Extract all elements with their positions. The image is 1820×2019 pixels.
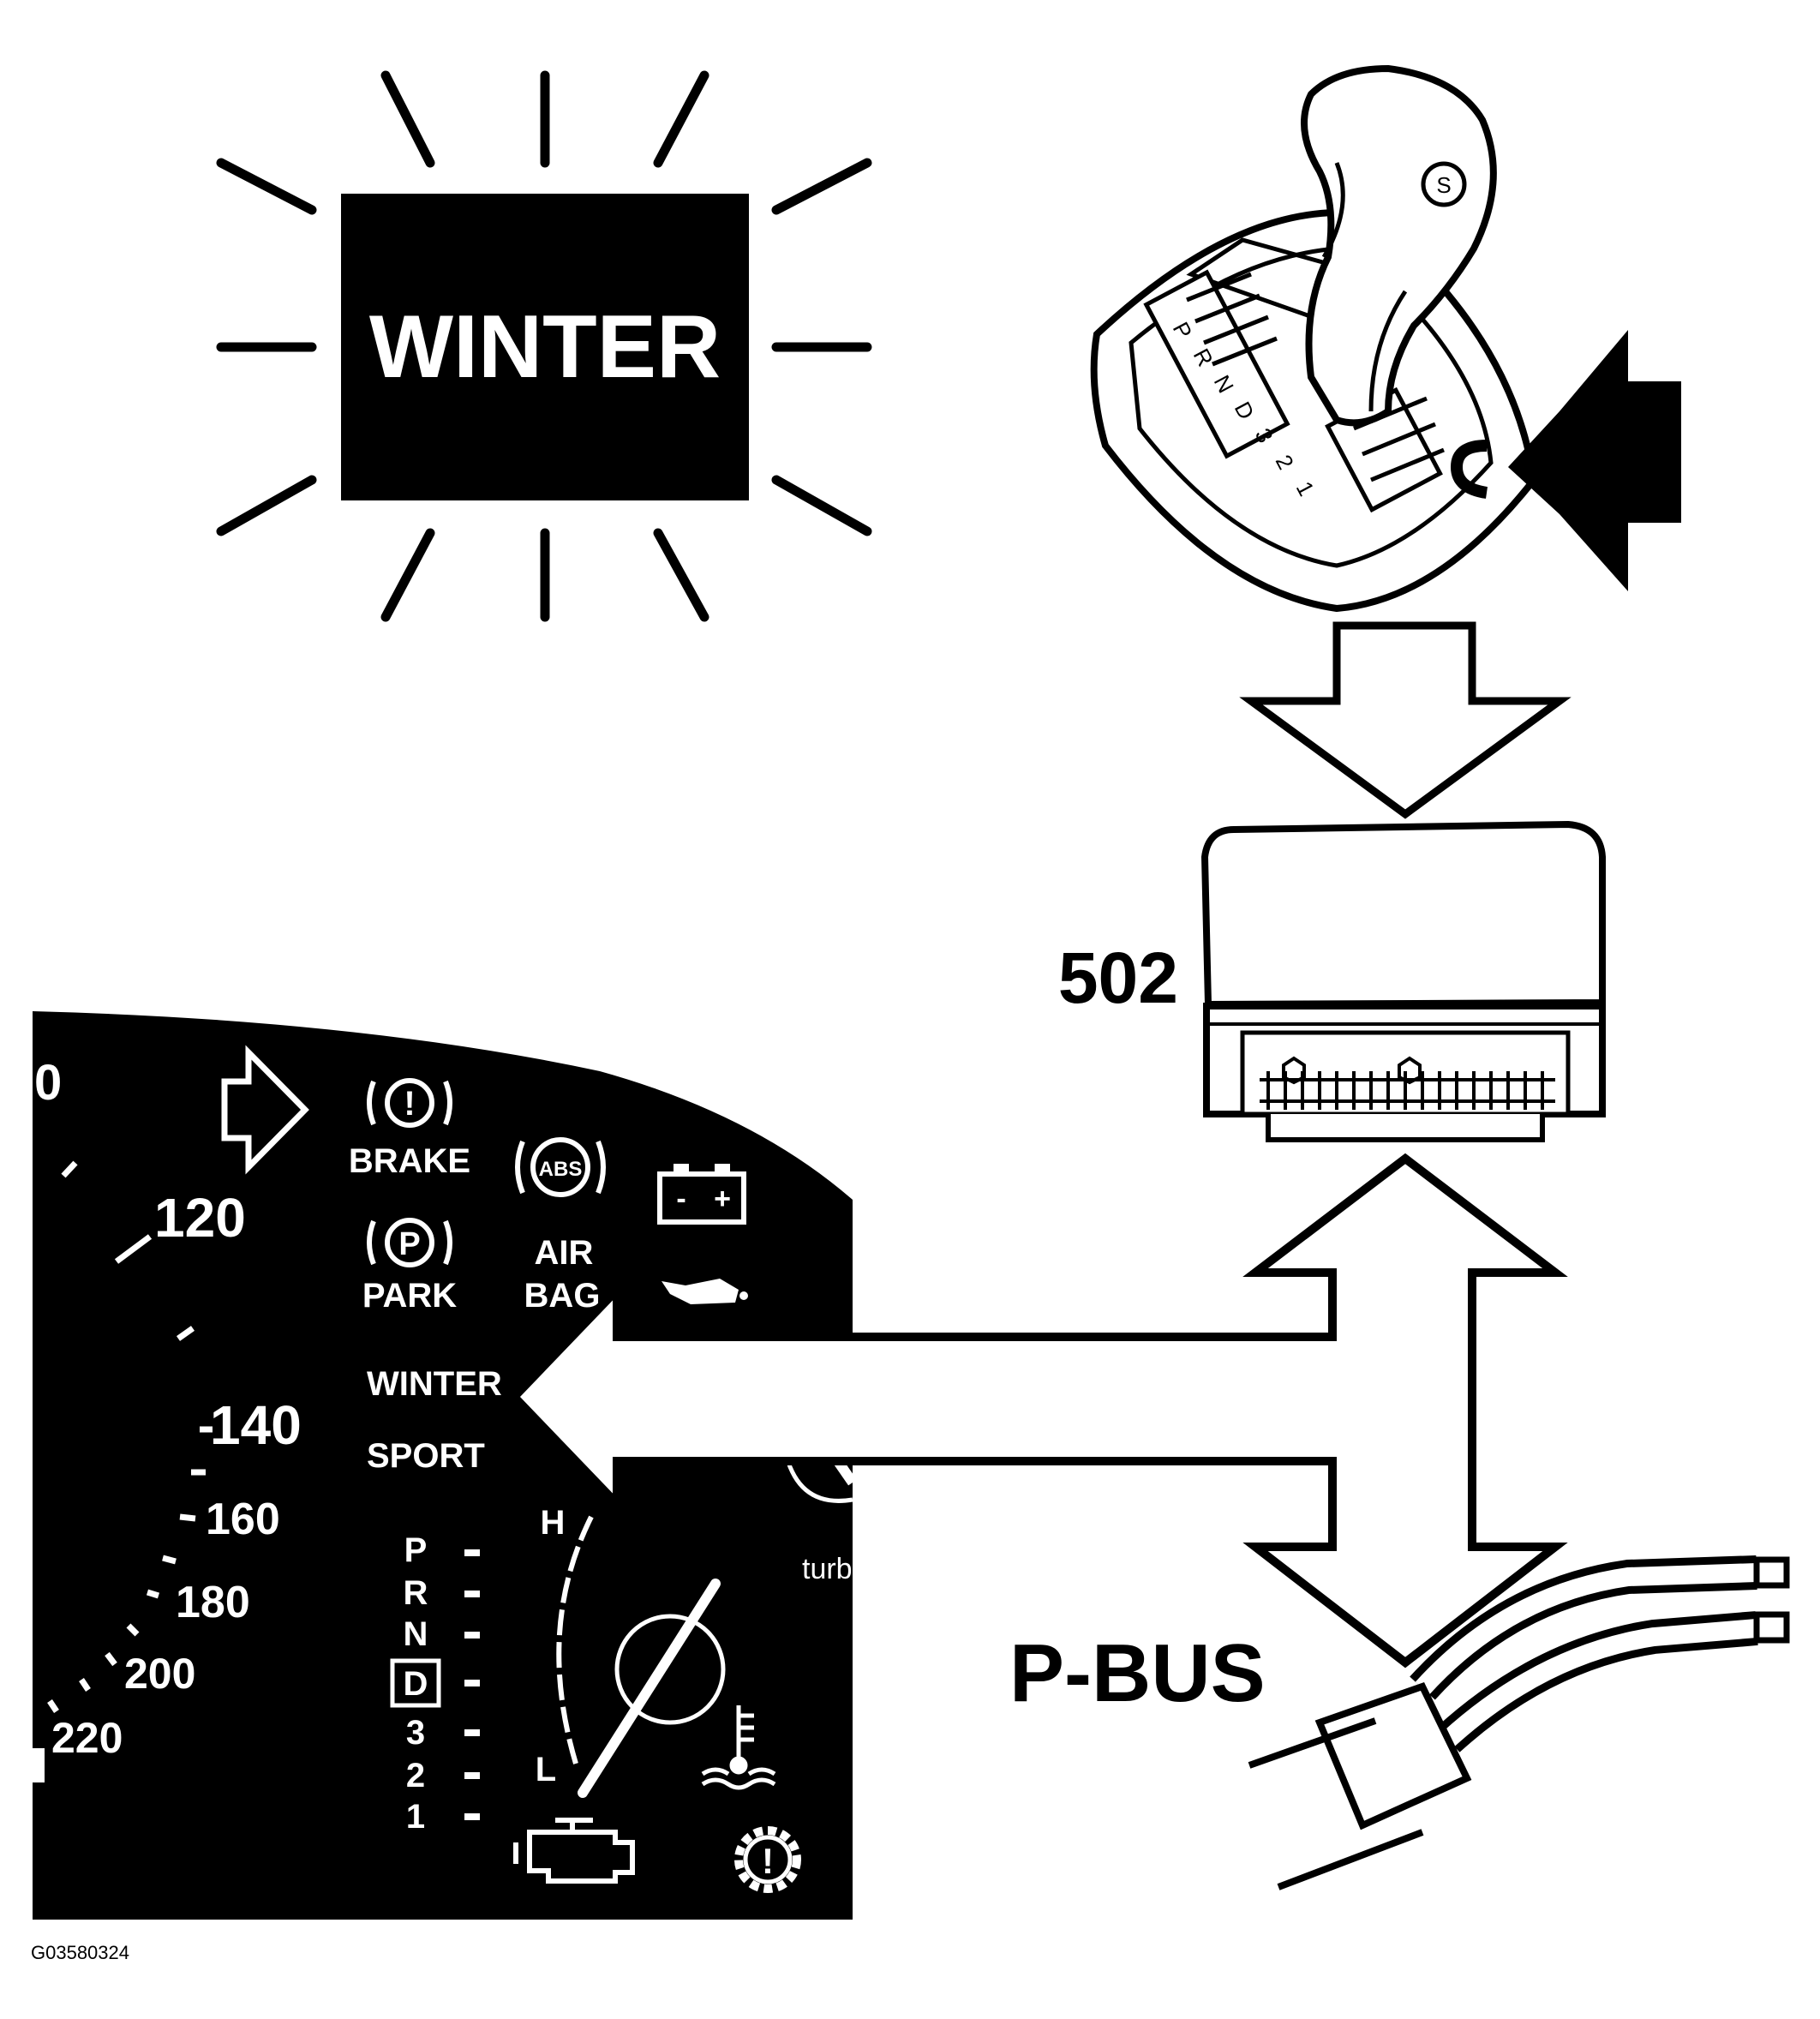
speed-label-200: 200 [124,1650,195,1698]
gear-indicator-p: P [404,1531,428,1569]
instrument-cluster: 0 120 140 160 180 200 220 ! BRAKE ABS [33,1011,857,1920]
lamp-box [341,194,749,500]
speed-label-180: 180 [176,1578,250,1627]
temp-needle [578,1579,721,1798]
gear-warning-icon: ! [734,1826,801,1893]
module-number: 502 [1058,938,1178,1018]
gear-indicator-d: D [404,1665,428,1703]
svg-text:!: ! [762,1841,774,1881]
gear-indicator-dashes [464,1549,480,1820]
abs-label: ABS [539,1158,583,1181]
airbag-label-line2: BAG [524,1277,601,1315]
winter-button-icon[interactable] [1450,440,1488,499]
temp-arc [556,1515,594,1764]
turbo-label: turb [802,1553,853,1585]
sport-button-icon[interactable] [1421,161,1467,207]
park-label: PARK [362,1277,457,1315]
battery-minus: - [676,1183,685,1215]
gear-indicator-n: N [404,1615,428,1653]
gear-indicator-2: 2 [406,1757,425,1794]
sport-mode-label: SPORT [367,1437,485,1475]
bus-signal-arrow-icon [508,1153,1568,1669]
knob-letter: S [1436,172,1451,198]
airbag-label-line1: AIR [535,1234,594,1272]
active-gear-box [390,1658,441,1708]
gear-indicator-1: 1 [406,1798,425,1836]
lamp-rays [216,70,872,622]
abs-warning-light: ABS [515,1137,606,1197]
module-connector-pins [1260,1056,1555,1110]
brake-warning-light: ! BRAKE [349,1078,470,1180]
figure-id: G03580324 [31,1942,129,1963]
temp-low-label: L [536,1751,556,1788]
pointer-arrow-icon [1508,330,1681,591]
signal-arrow-down-icon [1239,621,1572,819]
speed-label-120: 120 [154,1187,246,1249]
temp-high-label: H [541,1504,566,1542]
temp-gauge-hub [614,1614,726,1725]
winter-lamp: WINTER [216,70,872,622]
turn-signal-icon [221,1045,309,1175]
speed-label-160: 160 [206,1495,280,1544]
bus-cable-connector [1248,1555,1790,1890]
control-module-502: 502 [1058,820,1606,1142]
check-engine-icon [513,1818,635,1884]
speed-ticks [47,1160,213,1713]
brake-label: BRAKE [349,1142,470,1180]
gear-indicator-r: R [404,1574,428,1612]
svg-text:P: P [398,1226,420,1262]
svg-text:!: ! [404,1085,415,1123]
airbag-light: AIR BAG [524,1234,601,1315]
coolant-temp-icon [701,1705,776,1790]
speed-label-220: 220 [51,1714,123,1762]
gear-selector: S P R N D 3 2 1 [1090,64,1538,613]
winter-mode-label: WINTER [367,1365,502,1403]
gear-indicator-3: 3 [406,1714,425,1752]
bus-label: P-BUS [1009,1627,1266,1719]
gear-indicator: P R N D 3 2 1 [390,1531,441,1836]
speed-label-0: 0 [34,1055,62,1111]
oil-pressure-icon [662,1279,748,1304]
park-brake-light: P PARK [362,1218,457,1315]
speed-label-140: 140 [210,1394,302,1456]
speed-labels: 0 120 140 160 180 200 220 [34,1055,302,1762]
battery-icon: - + [657,1164,746,1225]
winter-lamp-label: WINTER [369,297,721,397]
battery-plus: + [714,1183,731,1215]
shift-lever[interactable] [1301,64,1497,427]
